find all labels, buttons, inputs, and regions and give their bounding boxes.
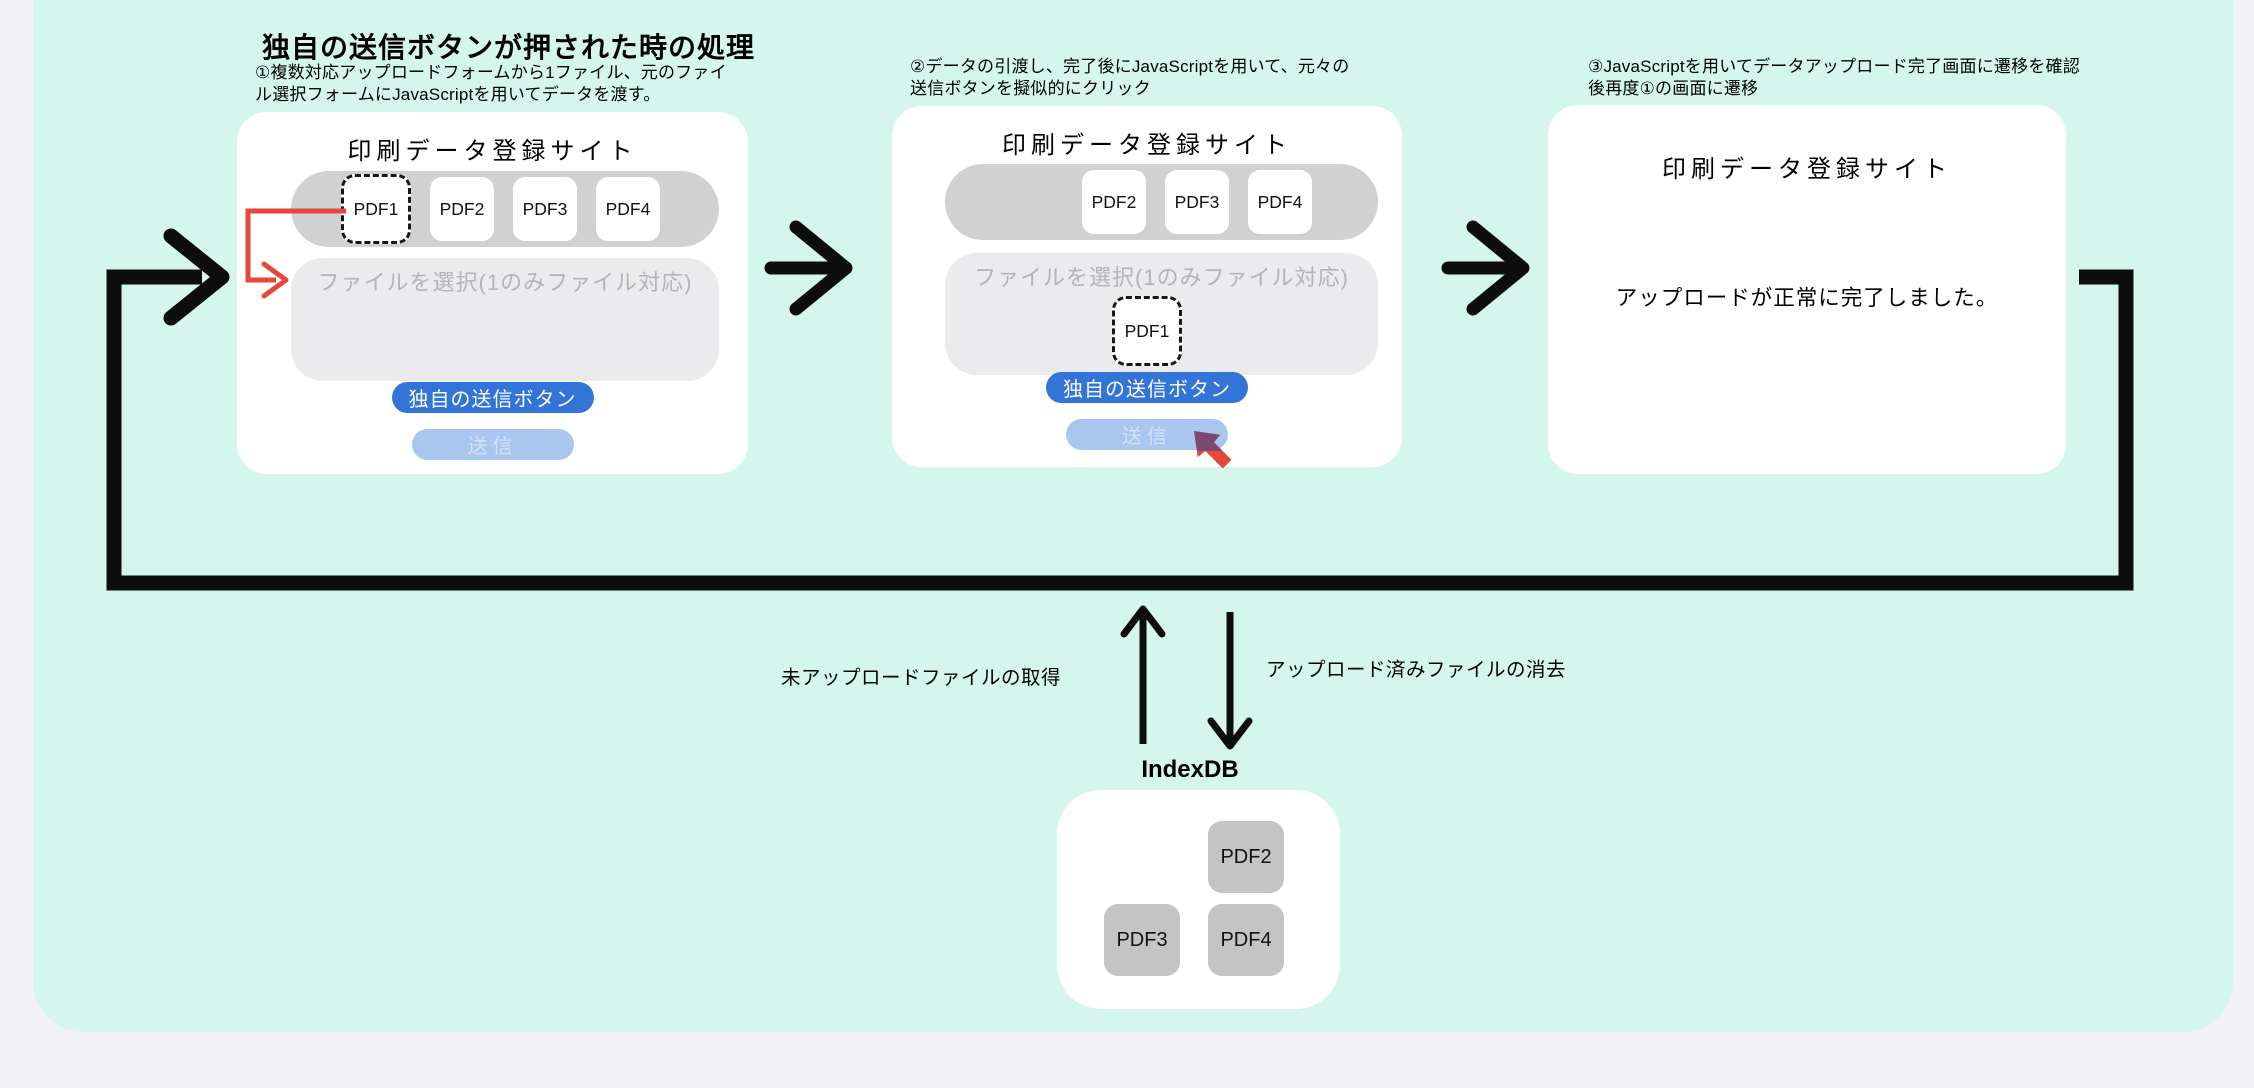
upload-site-panel-3: 印刷データ登録サイト アップロードが正常に完了しました。 [1548, 105, 2066, 474]
upload-site-panel-2: 印刷データ登録サイト PDF2 PDF3 PDF4 ファイルを選択(1のみファイ… [892, 106, 1402, 467]
clear-flow-label: アップロード済みファイルの消去 [1266, 659, 1567, 681]
upload-complete-message: アップロードが正常に完了しました。 [1615, 286, 1999, 310]
multi-upload-tray: PDF2 PDF3 PDF4 [945, 164, 1378, 240]
step1-note: ①複数対応アップロードフォームから1ファイル、元のファイル選択フォームにJava… [255, 63, 727, 105]
step3-note: ③JavaScriptを用いてデータアップロード完了画面に遷移を確認後再度①の画… [1588, 57, 2080, 99]
file-select-placeholder: ファイルを選択(1のみファイル対応) [974, 265, 1349, 290]
indexdb-pdf4-chip: PDF4 [1208, 904, 1284, 976]
pdf4-chip[interactable]: PDF4 [1248, 170, 1312, 234]
file-select-placeholder: ファイルを選択(1のみファイル対応) [317, 270, 693, 295]
pdf2-chip[interactable]: PDF2 [430, 177, 494, 241]
pdf1-chip[interactable]: PDF1 [341, 174, 411, 244]
multi-upload-tray: PDF1 PDF2 PDF3 PDF4 [291, 171, 719, 247]
indexdb-box: PDF2 PDF3 PDF4 [1057, 790, 1340, 1009]
site-title: 印刷データ登録サイト [347, 138, 638, 165]
pdf4-chip[interactable]: PDF4 [596, 177, 660, 241]
step2-note: ②データの引渡し、完了後にJavaScriptを用いて、元々の送信ボタンを擬似的… [910, 57, 1350, 99]
custom-submit-button[interactable]: 独自の送信ボタン [1046, 372, 1248, 403]
send-button-disabled[interactable]: 送信 [411, 429, 574, 460]
fetch-flow-label: 未アップロードファイルの取得 [781, 667, 1062, 689]
staged-pdf1-chip[interactable]: PDF1 [1112, 296, 1182, 366]
site-title: 印刷データ登録サイト [1662, 156, 1952, 183]
upload-site-panel-1: 印刷データ登録サイト PDF1 PDF2 PDF3 PDF4 ファイルを選択(1… [237, 112, 748, 474]
pdf3-chip[interactable]: PDF3 [1165, 170, 1229, 234]
indexdb-pdf3-chip: PDF3 [1104, 904, 1180, 976]
pdf2-chip[interactable]: PDF2 [1082, 170, 1146, 234]
pdf3-chip[interactable]: PDF3 [513, 177, 577, 241]
indexdb-label: IndexDB [1141, 756, 1239, 783]
custom-submit-button[interactable]: 独自の送信ボタン [391, 382, 594, 413]
page-title: 独自の送信ボタンが押された時の処理 [262, 32, 756, 63]
site-title: 印刷データ登録サイト [1002, 132, 1292, 159]
mouse-cursor-icon [1194, 431, 1236, 473]
file-select-area[interactable]: ファイルを選択(1のみファイル対応) [291, 258, 719, 381]
indexdb-pdf2-chip: PDF2 [1208, 821, 1284, 893]
